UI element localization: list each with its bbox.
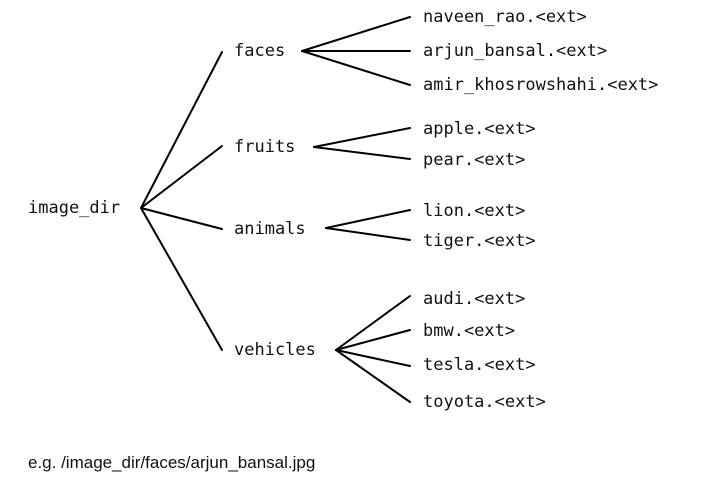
edge-vehicles-file-2 [335, 329, 411, 351]
edge-root-faces [140, 51, 223, 209]
edge-animals-file-1 [325, 209, 411, 229]
file-label-tiger: tiger.<ext> [423, 231, 536, 251]
edge-animals-file-2 [325, 227, 411, 241]
category-label-vehicles: vehicles [234, 340, 316, 360]
edge-vehicles-file-1 [335, 295, 411, 351]
edge-vehicles-file-3 [335, 349, 411, 367]
edge-faces-file-1 [301, 16, 411, 52]
file-label-audi: audi.<ext> [423, 289, 526, 309]
file-label-pear: pear.<ext> [423, 150, 526, 170]
edge-faces-file-3 [301, 50, 411, 86]
edge-fruits-file-1 [313, 127, 411, 148]
edge-root-animals [140, 207, 223, 230]
category-label-faces: faces [234, 41, 286, 61]
category-label-fruits: fruits [234, 137, 296, 157]
file-label-bmw: bmw.<ext> [423, 321, 516, 341]
file-label-toyota: toyota.<ext> [423, 392, 546, 412]
edge-root-fruits [140, 145, 223, 209]
edge-root-vehicles [140, 207, 223, 351]
file-label-tesla: tesla.<ext> [423, 355, 536, 375]
edge-fruits-file-2 [313, 146, 411, 160]
edge-vehicles-file-4 [335, 349, 411, 403]
file-label-naveen: naveen_rao.<ext> [423, 7, 587, 27]
example-path-caption: e.g. /image_dir/faces/arjun_bansal.jpg [28, 453, 316, 472]
file-label-lion: lion.<ext> [423, 201, 526, 221]
file-label-arjun: arjun_bansal.<ext> [423, 41, 608, 61]
file-label-amir: amir_khosrowshahi.<ext> [423, 75, 659, 95]
root-node-label: image_dir [28, 198, 121, 218]
category-label-animals: animals [234, 219, 306, 239]
file-label-apple: apple.<ext> [423, 119, 536, 139]
